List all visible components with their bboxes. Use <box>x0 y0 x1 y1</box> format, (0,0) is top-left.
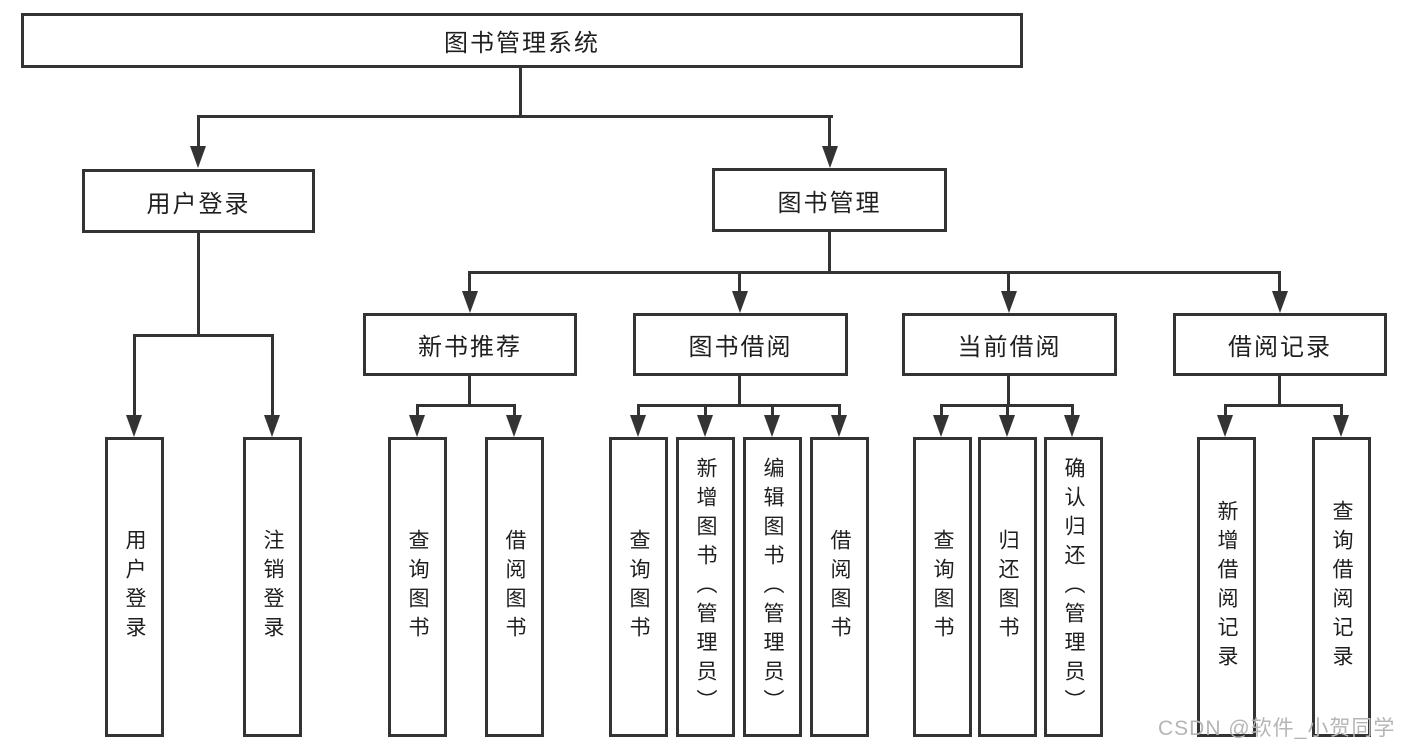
connector-vline <box>828 232 831 273</box>
leaf-confirm-return-admin: 确认归还（管理员） <box>1044 437 1103 737</box>
connector-vline <box>416 404 419 416</box>
leaf-query-borrow-record-label: 查询借阅记录 <box>1330 500 1353 674</box>
node-book-management: 图书管理 <box>712 168 947 232</box>
connector-vline <box>513 404 516 416</box>
connector-vline <box>738 271 741 292</box>
leaf-return-book-label: 归还图书 <box>996 529 1019 645</box>
node-borrowing-records-label: 借阅记录 <box>1228 334 1332 361</box>
leaf-add-borrow-record-label: 新增借阅记录 <box>1215 500 1238 674</box>
arrow-down-icon <box>506 415 522 437</box>
connector-vline <box>1278 271 1281 292</box>
arrow-down-icon <box>190 146 206 168</box>
arrow-down-icon <box>1064 415 1080 437</box>
connector-vline <box>1006 404 1009 416</box>
connector-hline <box>197 115 833 118</box>
leaf-borrow-books-recommend-label: 借阅图书 <box>503 529 526 645</box>
connector-vline <box>133 334 136 416</box>
arrow-down-icon <box>764 415 780 437</box>
leaf-query-books-borrowing: 查询图书 <box>609 437 668 737</box>
connector-vline <box>1224 404 1227 416</box>
arrow-down-icon <box>999 415 1015 437</box>
leaf-query-books-recommend-label: 查询图书 <box>406 529 429 645</box>
node-user-login: 用户登录 <box>82 169 315 233</box>
connector-hline <box>416 404 516 407</box>
leaf-borrow-books-borrowing: 借阅图书 <box>810 437 869 737</box>
csdn-watermark: CSDN @软件_小贺同学 <box>1158 717 1396 740</box>
leaf-add-borrow-record: 新增借阅记录 <box>1197 437 1256 737</box>
connector-vline <box>1278 376 1281 406</box>
leaf-user-login-label: 用户登录 <box>123 529 146 645</box>
node-borrowing-records: 借阅记录 <box>1173 313 1387 376</box>
leaf-query-books-borrowing-label: 查询图书 <box>627 529 650 645</box>
connector-vline <box>1340 404 1343 416</box>
leaf-query-borrow-record: 查询借阅记录 <box>1312 437 1371 737</box>
leaf-confirm-return-admin-label: 确认归还（管理员） <box>1062 456 1085 718</box>
leaf-logout: 注销登录 <box>243 437 302 737</box>
arrow-down-icon <box>1333 415 1349 437</box>
connector-vline <box>197 115 200 147</box>
node-root-library-system: 图书管理系统 <box>21 13 1023 68</box>
node-new-book-recommendation-label: 新书推荐 <box>418 334 522 361</box>
leaf-borrow-books-borrowing-label: 借阅图书 <box>828 529 851 645</box>
node-book-borrowing-label: 图书借阅 <box>688 334 793 361</box>
connector-vline <box>1071 404 1074 416</box>
leaf-query-books-current-label: 查询图书 <box>931 529 954 645</box>
arrow-down-icon <box>1272 291 1288 313</box>
leaf-return-book: 归还图书 <box>978 437 1037 737</box>
node-user-login-label: 用户登录 <box>146 190 251 218</box>
leaf-query-books-recommend: 查询图书 <box>388 437 447 737</box>
node-new-book-recommendation: 新书推荐 <box>363 313 577 376</box>
leaf-logout-label: 注销登录 <box>261 529 284 645</box>
connector-vline <box>271 334 274 416</box>
leaf-add-book-admin-label: 新增图书（管理员） <box>694 456 717 718</box>
connector-hline <box>133 334 274 337</box>
connector-vline <box>704 404 707 416</box>
node-book-management-label: 图书管理 <box>777 189 882 217</box>
connector-hline <box>1224 404 1343 407</box>
connector-vline <box>1007 271 1010 292</box>
connector-vline <box>1007 376 1010 406</box>
arrow-down-icon <box>630 415 646 437</box>
node-book-borrowing: 图书借阅 <box>633 313 848 376</box>
node-root-label: 图书管理系统 <box>444 30 600 57</box>
leaf-add-book-admin: 新增图书（管理员） <box>676 437 735 737</box>
connector-vline <box>519 68 522 118</box>
connector-vline <box>468 376 471 406</box>
leaf-query-books-current: 查询图书 <box>913 437 972 737</box>
connector-hline <box>468 271 1281 274</box>
connector-vline <box>738 376 741 406</box>
arrow-down-icon <box>831 415 847 437</box>
leaf-user-login: 用户登录 <box>105 437 164 737</box>
connector-vline <box>771 404 774 416</box>
arrow-down-icon <box>264 415 280 437</box>
connector-vline <box>940 404 943 416</box>
connector-vline <box>838 404 841 416</box>
leaf-edit-book-admin-label: 编辑图书（管理员） <box>761 456 784 718</box>
connector-vline <box>828 115 831 147</box>
leaf-edit-book-admin: 编辑图书（管理员） <box>743 437 802 737</box>
arrow-down-icon <box>822 146 838 168</box>
arrow-down-icon <box>409 415 425 437</box>
connector-vline <box>468 271 471 292</box>
node-current-borrowing-label: 当前借阅 <box>957 334 1062 361</box>
arrow-down-icon <box>1217 415 1233 437</box>
connector-vline <box>197 233 200 336</box>
arrow-down-icon <box>933 415 949 437</box>
node-current-borrowing: 当前借阅 <box>902 313 1117 376</box>
connector-hline <box>637 404 841 407</box>
leaf-borrow-books-recommend: 借阅图书 <box>485 437 544 737</box>
arrow-down-icon <box>462 291 478 313</box>
arrow-down-icon <box>697 415 713 437</box>
arrow-down-icon <box>1001 291 1017 313</box>
arrow-down-icon <box>126 415 142 437</box>
connector-vline <box>637 404 640 416</box>
arrow-down-icon <box>732 291 748 313</box>
